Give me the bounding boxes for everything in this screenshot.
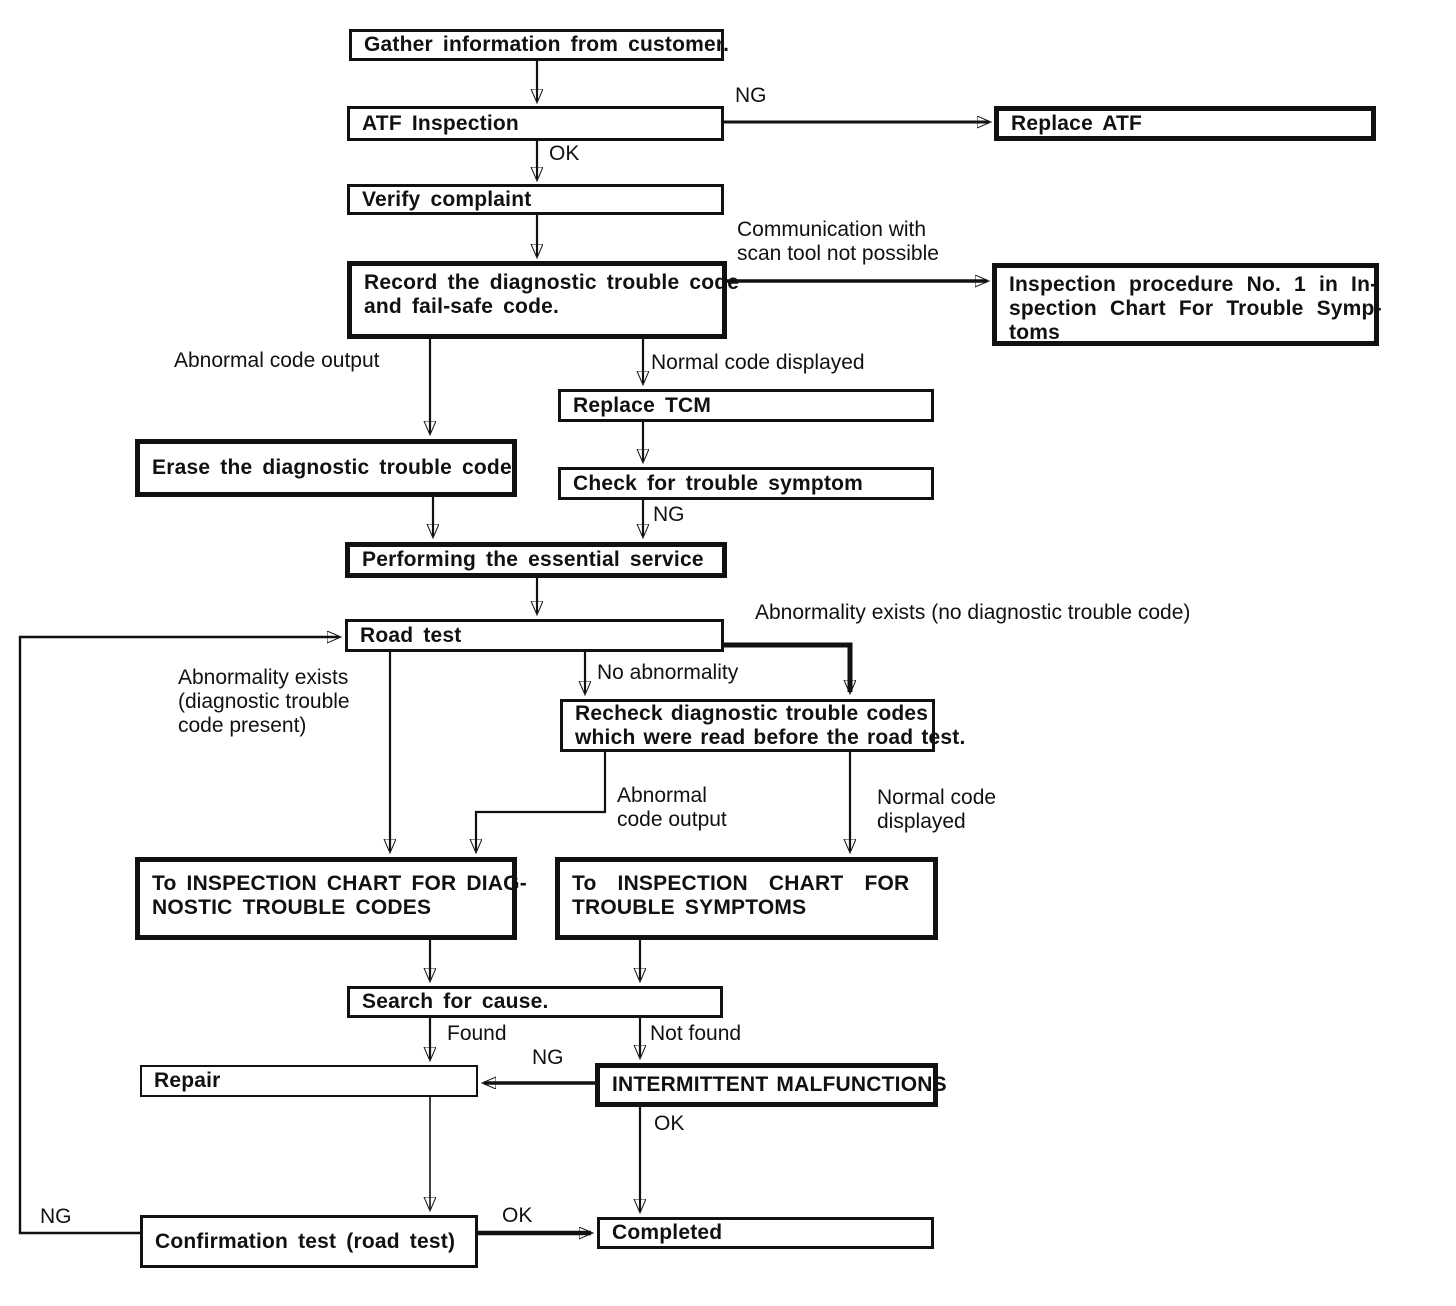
node-inspection-procedure: Inspection procedure No. 1 in In- specti… bbox=[992, 263, 1382, 346]
node-label: Check for trouble symptom bbox=[573, 471, 864, 495]
node-label: Completed bbox=[612, 1221, 723, 1244]
node-repair: Repair bbox=[140, 1065, 478, 1097]
edge-label-ng-intermittent: NG bbox=[532, 1046, 564, 1069]
connector-recheck-to-diag-chart bbox=[476, 752, 607, 851]
edge-label-found: Found bbox=[447, 1022, 507, 1045]
edge-label-ng-check: NG bbox=[653, 503, 685, 526]
node-verify-complaint: Verify complaint bbox=[347, 184, 724, 215]
node-label-line: TROUBLE SYMPTOMS bbox=[572, 896, 807, 919]
edge-label-ok-intermittent: OK bbox=[654, 1112, 685, 1135]
node-to-inspection-chart-symptoms: To INSPECTION CHART FOR TROUBLE SYMPTOMS bbox=[555, 857, 938, 940]
edge-label-ng-atf: NG bbox=[735, 84, 767, 107]
node-performing-essential-service: Performing the essential service bbox=[345, 542, 727, 578]
node-label: Replace TCM bbox=[573, 393, 712, 417]
edge-label-ok-confirmation: OK bbox=[502, 1204, 533, 1227]
node-label-line: toms bbox=[1009, 321, 1060, 344]
node-replace-tcm: Replace TCM bbox=[558, 389, 934, 422]
node-label-line: Inspection procedure No. 1 in In- bbox=[1009, 273, 1378, 296]
node-label: Search for cause. bbox=[362, 990, 549, 1013]
node-label-line: which were read before the road test. bbox=[575, 725, 966, 749]
edge-label-abnormality-no-dtc: Abnormality exists (no diagnostic troubl… bbox=[755, 601, 1191, 624]
edge-label-line: Abnormal bbox=[617, 784, 707, 807]
node-check-trouble-symptom: Check for trouble symptom bbox=[558, 467, 934, 500]
node-record-dtc: Record the diagnostic trouble code and f… bbox=[347, 261, 740, 339]
node-confirmation-test: Confirmation test (road test) bbox=[140, 1215, 478, 1268]
node-label-line: NOSTIC TROUBLE CODES bbox=[152, 896, 432, 919]
edge-label-ng-loop: NG bbox=[40, 1205, 72, 1228]
node-label-line: To INSPECTION CHART FOR DIAG- bbox=[152, 872, 527, 895]
node-atf-inspection: ATF Inspection bbox=[347, 106, 724, 141]
edge-label-normal-code-displayed-2: Normal code displayed bbox=[877, 786, 996, 834]
node-label-line: Recheck diagnostic trouble codes bbox=[575, 701, 929, 725]
node-road-test: Road test bbox=[345, 619, 724, 652]
node-label: Performing the essential service bbox=[362, 548, 704, 571]
edge-label-line: code output bbox=[617, 808, 727, 831]
edge-label-abnormal-code-output-2: Abnormal code output bbox=[617, 784, 727, 832]
edge-label-no-abnormality: No abnormality bbox=[597, 661, 739, 684]
node-label-line: spection Chart For Trouble Symp- bbox=[1009, 297, 1382, 320]
node-label-line: Record the diagnostic trouble code bbox=[364, 271, 740, 294]
edge-label-line: Abnormality exists bbox=[178, 666, 349, 689]
node-label: Confirmation test (road test) bbox=[155, 1229, 456, 1253]
node-intermittent-malfunctions: INTERMITTENT MALFUNCTIONS bbox=[595, 1063, 947, 1107]
node-label: Repair bbox=[154, 1069, 221, 1092]
node-label: Erase the diagnostic trouble code bbox=[152, 456, 512, 479]
node-label: Replace ATF bbox=[1011, 111, 1143, 135]
edge-label-line: scan tool not possible bbox=[737, 242, 939, 265]
node-completed: Completed bbox=[597, 1217, 934, 1249]
node-erase-dtc: Erase the diagnostic trouble code bbox=[135, 439, 517, 497]
edge-label-line: Communication with bbox=[737, 218, 927, 241]
edge-label-communication: Communication with scan tool not possibl… bbox=[737, 218, 939, 266]
edge-label-not-found: Not found bbox=[650, 1022, 742, 1045]
node-label: Verify complaint bbox=[362, 187, 532, 211]
node-replace-atf: Replace ATF bbox=[994, 106, 1376, 141]
node-label: Road test bbox=[360, 623, 462, 647]
node-label: INTERMITTENT MALFUNCTIONS bbox=[612, 1073, 947, 1096]
node-label-line: and fail-safe code. bbox=[364, 295, 560, 318]
node-recheck-dtc: Recheck diagnostic trouble codes which w… bbox=[560, 699, 966, 752]
node-gather-information: Gather information from customer. bbox=[349, 29, 730, 61]
edge-label-abnormality-dtc-present: Abnormality exists (diagnostic trouble c… bbox=[178, 666, 350, 738]
edge-label-line: Normal code bbox=[877, 786, 997, 809]
edge-label-line: code present) bbox=[178, 714, 307, 737]
connector-ng-loop-to-roadtest bbox=[18, 637, 339, 1235]
edge-label-ok-atf: OK bbox=[549, 142, 580, 165]
node-label-line: To INSPECTION CHART FOR bbox=[572, 872, 910, 895]
node-label: Gather information from customer. bbox=[364, 33, 730, 56]
connector-roadtest-right-to-recheck bbox=[724, 642, 850, 692]
edge-label-normal-code-displayed: Normal code displayed bbox=[651, 351, 865, 374]
node-search-for-cause: Search for cause. bbox=[347, 986, 723, 1018]
edge-label-line: displayed bbox=[877, 810, 966, 833]
edge-label-line: (diagnostic trouble bbox=[178, 690, 350, 713]
edge-label-abnormal-code-output: Abnormal code output bbox=[174, 349, 380, 372]
node-label: ATF Inspection bbox=[362, 111, 519, 135]
node-to-inspection-chart-dtc: To INSPECTION CHART FOR DIAG- NOSTIC TRO… bbox=[135, 857, 527, 940]
